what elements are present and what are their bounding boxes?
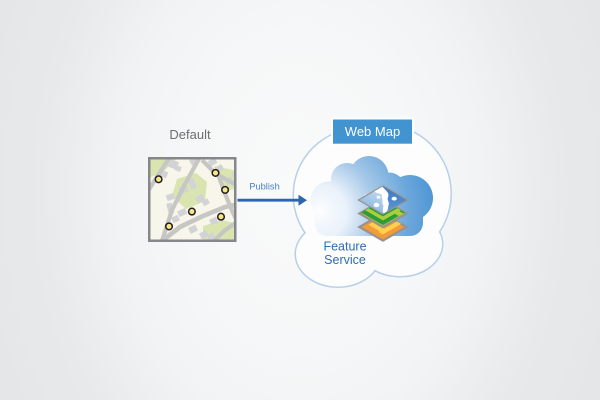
svg-text:Service: Service	[324, 253, 366, 267]
svg-text:Publish: Publish	[249, 182, 280, 192]
svg-text:Default: Default	[169, 127, 211, 142]
svg-text:Web Map: Web Map	[345, 124, 400, 139]
svg-text:Feature: Feature	[323, 240, 366, 254]
